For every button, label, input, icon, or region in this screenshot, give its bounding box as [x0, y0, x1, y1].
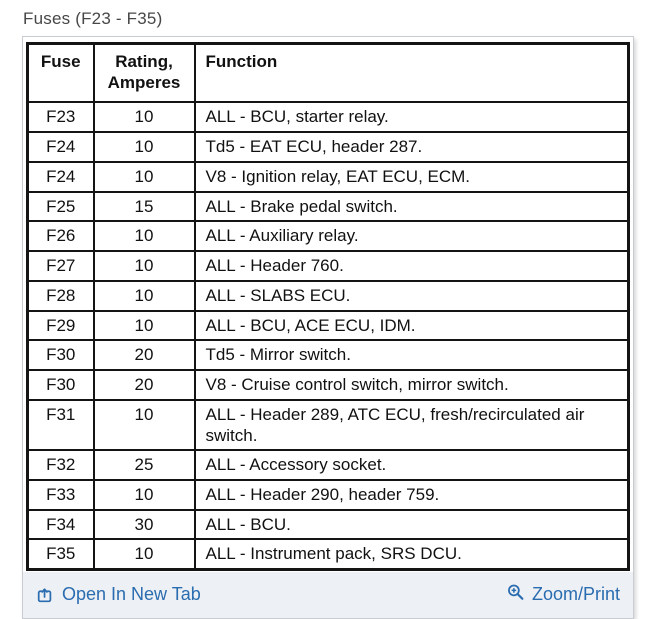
function-cell: ALL - BCU, ACE ECU, IDM.	[193, 309, 630, 342]
function-cell: ALL - Header 760.	[193, 250, 630, 282]
rating-cell: 10	[92, 479, 196, 511]
function-cell: ALL - Brake pedal switch.	[193, 190, 630, 223]
header-rating: Rating, Amperes	[92, 42, 196, 104]
fuse-cell: F35	[26, 538, 95, 571]
rating-cell: 20	[92, 339, 196, 372]
zoom-print-label: Zoom/Print	[531, 584, 620, 605]
fuse-cell: F33	[26, 479, 95, 511]
header-rating-line1: Rating,	[115, 52, 173, 71]
header-row: Fuse Rating, Amperes Function	[26, 42, 630, 104]
fuse-cell: F24	[26, 131, 95, 163]
fuse-cell: F26	[26, 220, 95, 253]
rating-cell: 10	[92, 131, 196, 163]
footer-bar: Open In New Tab Zoom/Print	[23, 572, 633, 619]
zoom-icon	[506, 583, 525, 602]
fuse-cell: F31	[26, 398, 95, 452]
fuse-cell: F29	[26, 309, 95, 342]
function-cell: ALL - Accessory socket.	[193, 449, 630, 482]
zoom-print-link[interactable]: Zoom/Print	[506, 584, 620, 605]
fuse-cell: F32	[26, 449, 95, 482]
header-fuse: Fuse	[26, 42, 95, 104]
function-cell: Td5 - Mirror switch.	[193, 339, 630, 372]
function-cell: ALL - BCU, starter relay.	[193, 101, 630, 134]
rating-cell: 10	[92, 538, 196, 571]
fuse-cell: F34	[26, 508, 95, 541]
function-cell: ALL - BCU.	[193, 508, 630, 541]
fuse-cell: F25	[26, 190, 95, 223]
open-in-new-tab-icon	[36, 586, 54, 604]
function-cell: V8 - Ignition relay, EAT ECU, ECM.	[193, 160, 630, 193]
rating-cell: 10	[92, 398, 196, 452]
rating-cell: 20	[92, 369, 196, 401]
function-cell: Td5 - EAT ECU, header 287.	[193, 131, 630, 163]
fuse-cell: F23	[26, 101, 95, 134]
open-in-new-tab-label: Open In New Tab	[62, 584, 201, 605]
open-in-new-tab-link[interactable]: Open In New Tab	[36, 584, 201, 605]
fuse-cell: F27	[26, 250, 95, 282]
header-rating-line2: Amperes	[107, 72, 181, 92]
fuse-cell: F30	[26, 369, 95, 401]
page-title: Fuses (F23 - F35)	[23, 9, 163, 28]
function-cell: V8 - Cruise control switch, mirror switc…	[193, 369, 630, 401]
function-cell: ALL - Header 289, ATC ECU, fresh/recircu…	[193, 398, 630, 452]
rating-cell: 10	[92, 101, 196, 134]
fuse-cell: F24	[26, 160, 95, 193]
rating-cell: 10	[92, 220, 196, 253]
function-cell: ALL - SLABS ECU.	[193, 279, 630, 312]
rating-cell: 15	[92, 190, 196, 223]
fuse-cell: F30	[26, 339, 95, 372]
function-cell: ALL - Auxiliary relay.	[193, 220, 630, 253]
rating-cell: 10	[92, 160, 196, 193]
function-cell: ALL - Instrument pack, SRS DCU.	[193, 538, 630, 571]
rating-cell: 10	[92, 309, 196, 342]
rating-cell: 25	[92, 449, 196, 482]
header-function: Function	[193, 42, 630, 104]
rating-cell: 30	[92, 508, 196, 541]
function-cell: ALL - Header 290, header 759.	[193, 479, 630, 511]
rating-cell: 10	[92, 279, 196, 312]
rating-cell: 10	[92, 250, 196, 282]
fuse-cell: F28	[26, 279, 95, 312]
